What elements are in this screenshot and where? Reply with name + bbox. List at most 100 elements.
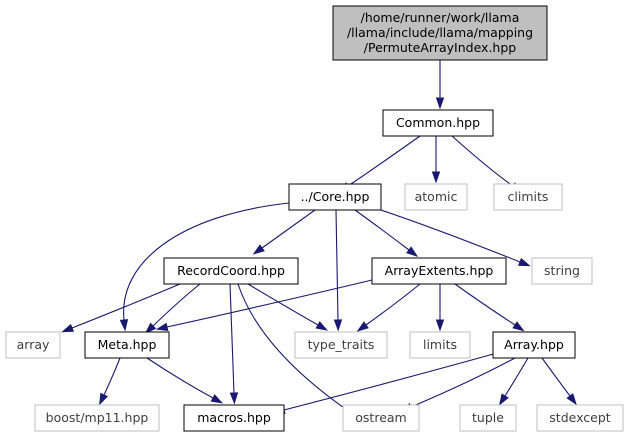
node-array_std[interactable]: array <box>5 331 61 359</box>
edge-arrayextents-to-limits <box>435 284 445 332</box>
node-arrayextents[interactable]: ArrayExtents.hpp <box>371 257 507 285</box>
edge-line <box>261 209 316 249</box>
edge-line <box>152 283 201 327</box>
arrowhead <box>119 319 129 332</box>
node-label: limits <box>423 337 457 352</box>
node-ostream[interactable]: ostream <box>342 404 420 432</box>
node-box <box>163 257 299 285</box>
arrowhead <box>566 393 577 406</box>
edge-arrayhpp-to-stdexcept <box>541 357 577 406</box>
edge-common-to-atomic <box>431 136 441 184</box>
node-label: RecordCoord.hpp <box>177 263 285 278</box>
edge-common-to-climits <box>451 135 523 193</box>
edge-line <box>380 209 521 263</box>
arrowhead <box>356 321 369 332</box>
node-layer: /home/runner/work/llama/llama/include/ll… <box>5 5 624 432</box>
edge-line <box>410 357 516 408</box>
arrowhead <box>144 322 157 334</box>
node-label: ArrayExtents.hpp <box>385 263 494 278</box>
node-meta[interactable]: Meta.hpp <box>84 331 170 359</box>
node-label: stdexcept <box>549 410 610 425</box>
node-label: boost/mp11.hpp <box>46 410 149 425</box>
edge-common-to-core <box>338 135 421 193</box>
node-root[interactable]: /home/runner/work/llama/llama/include/ll… <box>332 5 548 61</box>
edge-line <box>541 357 571 397</box>
node-box <box>294 331 388 359</box>
arrowhead <box>435 97 445 110</box>
node-label: string <box>544 263 580 278</box>
node-box <box>536 404 624 432</box>
node-tuple[interactable]: tuple <box>459 404 517 432</box>
edge-line <box>283 352 498 411</box>
edge-line <box>504 357 529 397</box>
node-boost[interactable]: boost/mp11.hpp <box>34 404 160 432</box>
node-label: macros.hpp <box>197 410 271 425</box>
edge-arrayextents-to-meta <box>155 279 373 331</box>
edge-arrayhpp-to-tuple <box>498 357 529 406</box>
edge-core-to-recordcoord <box>252 209 316 255</box>
node-label: ../Core.hpp <box>301 189 370 204</box>
arrowhead <box>333 319 343 332</box>
edge-line <box>229 283 235 394</box>
arrowhead <box>517 257 531 267</box>
node-common[interactable]: Common.hpp <box>382 109 494 137</box>
node-label: ostream <box>355 410 406 425</box>
node-label: Meta.hpp <box>98 337 157 352</box>
edge-line <box>365 283 421 326</box>
edge-line <box>247 283 319 326</box>
node-arrayhpp[interactable]: Array.hpp <box>492 331 576 359</box>
node-box <box>531 257 593 285</box>
node-box <box>404 183 468 211</box>
arrowhead <box>315 321 328 331</box>
node-recordcoord[interactable]: RecordCoord.hpp <box>163 257 299 285</box>
node-label: atomic <box>415 189 458 204</box>
edge-line <box>123 202 290 321</box>
edge-arrayextents-to-type_traits <box>356 283 421 332</box>
node-box <box>459 404 517 432</box>
edge-recordcoord-to-macros <box>229 283 239 405</box>
node-box <box>371 257 507 285</box>
node-box <box>382 109 494 137</box>
node-core[interactable]: ../Core.hpp <box>288 183 382 211</box>
edge-recordcoord-to-meta <box>144 283 201 334</box>
node-climits[interactable]: climits <box>493 183 563 211</box>
edge-line <box>354 209 410 251</box>
node-box <box>34 404 160 432</box>
arrowhead <box>210 394 224 404</box>
arrowhead <box>498 393 509 406</box>
node-macros[interactable]: macros.hpp <box>183 404 285 432</box>
edge-root-to-common <box>435 60 445 110</box>
node-label: /home/runner/work/llama <box>361 10 520 25</box>
edge-arrayextents-to-arrayhpp <box>454 283 525 332</box>
node-box <box>288 183 382 211</box>
edge-layer <box>61 60 577 419</box>
node-box <box>493 183 563 211</box>
node-box <box>183 404 285 432</box>
edge-line <box>451 135 514 187</box>
arrowhead <box>406 246 419 257</box>
edge-recordcoord-to-type_traits <box>247 283 328 331</box>
arrowhead <box>61 323 75 333</box>
edge-core-to-string <box>380 209 531 267</box>
edge-core-to-arrayextents <box>354 209 419 257</box>
edge-line <box>347 135 421 187</box>
arrowhead <box>155 322 169 331</box>
arrowhead <box>512 321 525 332</box>
edge-arrayhpp-to-ostream <box>400 357 516 412</box>
node-label: type_traits <box>308 337 375 352</box>
edge-line <box>166 279 373 328</box>
arrowhead <box>431 171 441 184</box>
edge-core-to-meta <box>119 202 290 332</box>
node-label: /PermuteArrayIndex.hpp <box>364 40 517 55</box>
node-stdexcept[interactable]: stdexcept <box>536 404 624 432</box>
edge-meta-to-macros <box>146 357 224 404</box>
edge-line <box>335 209 339 321</box>
node-limits[interactable]: limits <box>409 331 471 359</box>
edge-line <box>103 357 121 396</box>
node-string[interactable]: string <box>531 257 593 285</box>
node-atomic[interactable]: atomic <box>404 183 468 211</box>
edge-meta-to-boost <box>99 357 121 406</box>
node-box <box>342 404 420 432</box>
node-type_traits[interactable]: type_traits <box>294 331 388 359</box>
node-label: tuple <box>472 410 504 425</box>
